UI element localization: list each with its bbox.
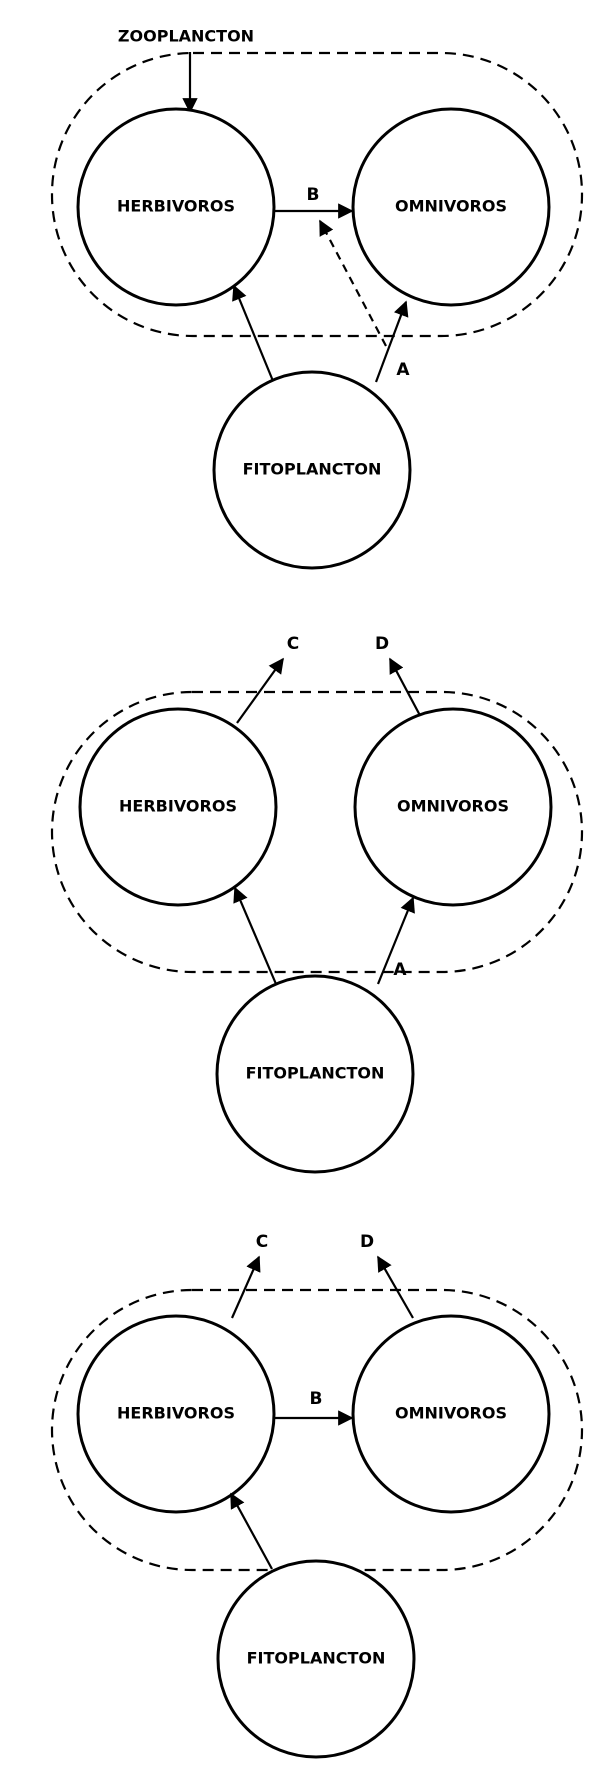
fitoplancton-label: FITOPLANCTON (246, 1064, 385, 1083)
flow-d-arrow (389, 657, 425, 724)
zooplancton-label: ZOOPLANCTON (118, 27, 254, 46)
flow-d-arrow (377, 1255, 414, 1319)
flow-c-label: C (256, 1232, 268, 1252)
flow-b-label: B (310, 1389, 323, 1409)
flow-d-label: D (375, 634, 389, 654)
fitoplancton-node (216, 1559, 416, 1759)
fito-to-herbivoros-arrow (233, 886, 278, 985)
omnivoros-label: OMNIVOROS (397, 797, 509, 816)
flow-b-label: B (307, 185, 320, 205)
herbivoros-label: HERBIVOROS (119, 797, 237, 816)
flow-d-label: D (360, 1232, 374, 1252)
flow-a-arrow (374, 300, 409, 383)
herbivoros-node (78, 707, 278, 907)
panel-1: ZOOPLANCTON HERBIVOROS OMNIVOROS FITOPLA… (50, 27, 584, 570)
omnivoros-node (353, 707, 553, 907)
fitoplancton-label: FITOPLANCTON (247, 1649, 386, 1668)
zooplancton-boundary (50, 690, 584, 974)
panel-2: C D HERBIVOROS OMNIVOROS FITOPLANCTON A (50, 634, 584, 1174)
herbivoros-label: HERBIVOROS (117, 197, 235, 216)
herbivoros-node (76, 107, 276, 307)
flow-c-arrow (230, 1255, 261, 1319)
fito-to-herbivoros-arrow (230, 1492, 273, 1570)
panel-3: C D HERBIVOROS OMNIVOROS FITOPLANCTON B (50, 1232, 584, 1759)
flow-a-label: A (396, 360, 410, 380)
flow-c-arrow (236, 657, 284, 724)
fito-to-herbivoros-arrow (232, 284, 275, 382)
fitoplancton-node (212, 370, 412, 570)
dashed-return-arrow (319, 219, 387, 347)
zooplancton-boundary (50, 51, 584, 338)
omnivoros-label: OMNIVOROS (395, 197, 507, 216)
herbivoros-label: HERBIVOROS (117, 1404, 235, 1423)
flow-a-label: A (393, 960, 407, 980)
flow-a-arrow (376, 896, 415, 985)
fitoplancton-label: FITOPLANCTON (243, 460, 382, 479)
flow-c-label: C (287, 634, 299, 654)
fitoplancton-node (215, 974, 415, 1174)
herbivoros-node (76, 1314, 276, 1514)
omnivoros-label: OMNIVOROS (395, 1404, 507, 1423)
